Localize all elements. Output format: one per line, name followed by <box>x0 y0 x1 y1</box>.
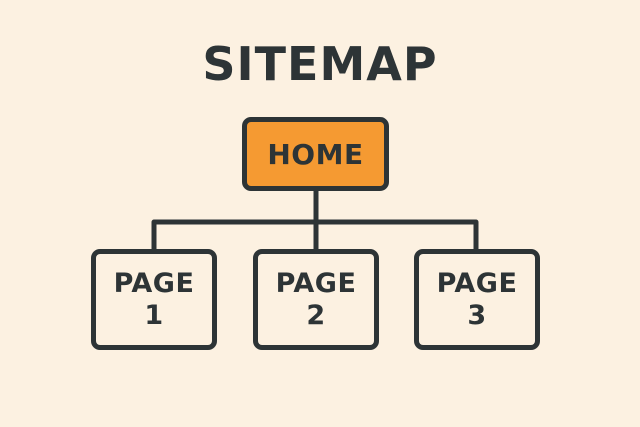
page-1-node-label: PAGE 1 <box>113 267 195 331</box>
page-2-node: PAGE 2 <box>253 249 379 350</box>
home-node: HOME <box>242 117 389 191</box>
page-2-node-label: PAGE 2 <box>275 267 357 331</box>
sitemap-title: SITEMAP <box>202 37 438 91</box>
page-3-node: PAGE 3 <box>414 249 540 350</box>
page-3-node-label: PAGE 3 <box>436 267 518 331</box>
home-node-label: HOME <box>267 137 364 171</box>
page-1-node: PAGE 1 <box>91 249 217 350</box>
